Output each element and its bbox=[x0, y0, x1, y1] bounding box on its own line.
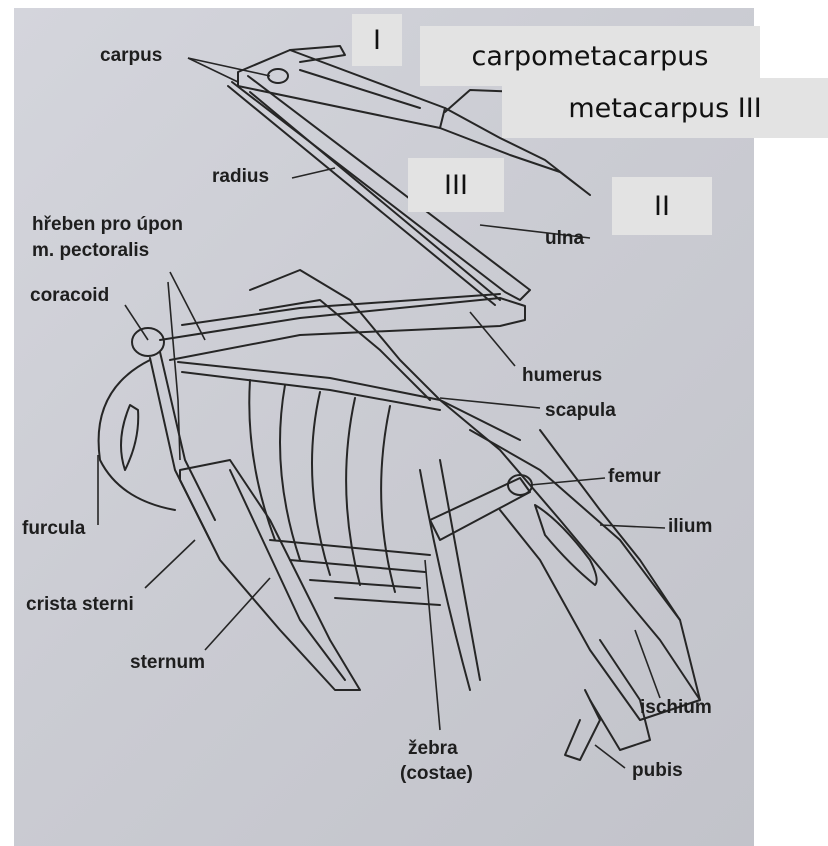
box-digit-I: I bbox=[352, 14, 402, 66]
label-scapula: scapula bbox=[545, 400, 616, 423]
label-carpus: carpus bbox=[100, 45, 162, 68]
label-sternum: sternum bbox=[130, 652, 205, 675]
box-metacarpus-III: metacarpus III bbox=[502, 78, 828, 138]
label-hreben: hřeben pro úpon bbox=[32, 214, 183, 237]
label-zebra: žebra bbox=[408, 738, 458, 761]
label-radius: radius bbox=[212, 166, 269, 189]
box-digit-II: II bbox=[612, 177, 712, 235]
label-furcula: furcula bbox=[22, 518, 85, 541]
label-femur: femur bbox=[608, 466, 661, 489]
label-humerus: humerus bbox=[522, 365, 602, 388]
box-carpometacarpus: carpometacarpus bbox=[420, 26, 760, 86]
label-pubis: pubis bbox=[632, 760, 683, 783]
label-pectoralis: m. pectoralis bbox=[32, 240, 149, 263]
label-costae: (costae) bbox=[400, 763, 473, 786]
box-digit-III: III bbox=[408, 158, 504, 212]
humerus-bone bbox=[160, 294, 525, 360]
label-coracoid: coracoid bbox=[30, 285, 109, 308]
furcula-bone bbox=[99, 360, 175, 510]
label-ulna: ulna bbox=[545, 228, 584, 251]
label-ischium: ischium bbox=[640, 697, 712, 720]
ribs bbox=[249, 380, 480, 690]
label-crista-sterni: crista sterni bbox=[26, 594, 134, 617]
label-ilium: ilium bbox=[668, 516, 712, 539]
sternum-bone bbox=[180, 460, 360, 690]
